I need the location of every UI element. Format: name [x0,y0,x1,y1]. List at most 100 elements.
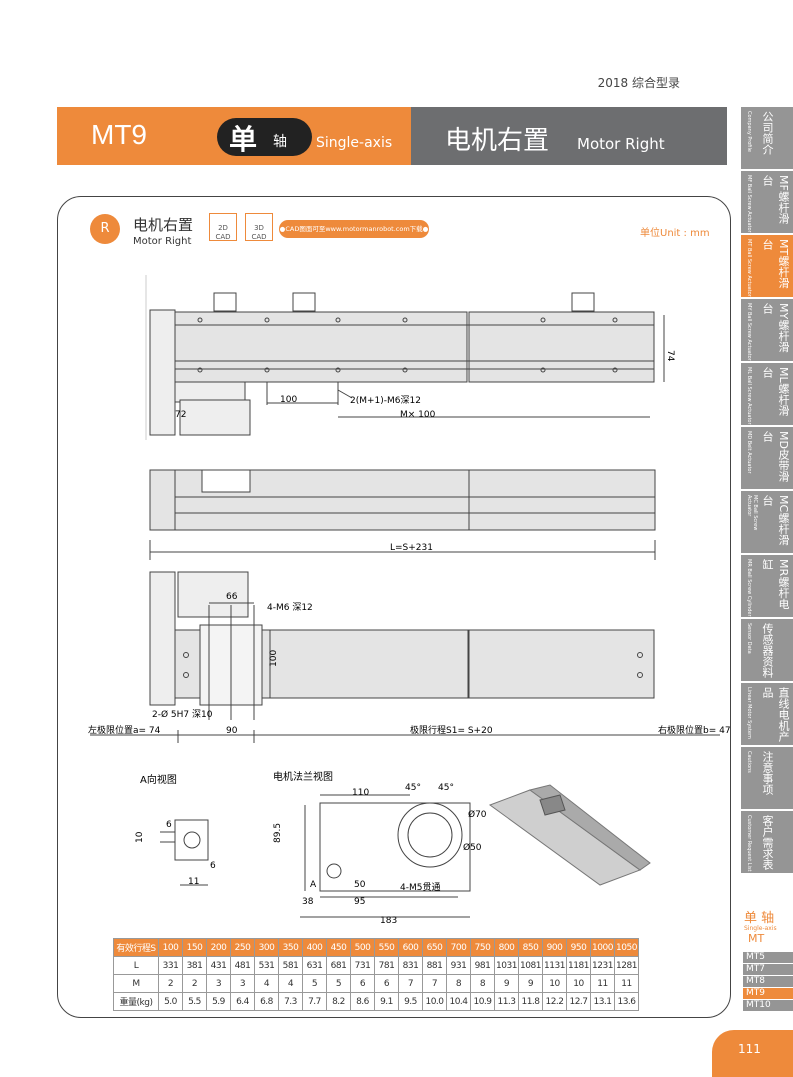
table-cell: 5.5 [182,992,207,1011]
table-cell: 1081 [518,956,543,975]
axis-en: Single-axis [316,135,393,151]
drawing-frame [57,196,731,1018]
table-cell: 5 [326,974,351,993]
table-cell: 1131 [542,956,567,975]
dim-stroke: 极限行程S1= S+20 [410,724,493,736]
sidebar-tab-sublabel: MD Belt Actuator [746,431,752,474]
table-cell: 550 [374,938,399,957]
table-cell: 12.2 [542,992,567,1011]
cad-download-note[interactable]: ●CAD图面可至www.motormanrobot.com下载● [279,220,429,238]
sidebar-tab-label: 传感器资料 [761,623,774,678]
table-cell: 350 [278,938,303,957]
dim-right-limit: 右极限位置b= 47 [658,724,731,736]
sidebar-tab[interactable]: Company Profile 公司简介 [741,107,793,169]
table-cell: 3 [230,974,255,993]
model-list-item[interactable]: MT9 [743,988,793,999]
flange-circle-70 [397,802,463,868]
table-cell: 1000 [590,938,615,957]
dim-100: 100 [280,395,297,405]
table-cell: 750 [470,938,495,957]
dim-left-limit: 左极限位置a= 74 [88,724,161,736]
table-cell: 9 [518,974,543,993]
angle-45-a: 45° [405,783,421,793]
model-list-item[interactable]: MT8 [743,976,793,987]
table-cell: 631 [302,956,327,975]
sidebar-tab[interactable]: MD Belt Actuator MD皮带滑台 [741,427,793,489]
table-cell: 6 [350,974,375,993]
table-cell: 800 [494,938,519,957]
dim-50: 50 [354,880,366,890]
table-cell: 781 [374,956,399,975]
table-cell: 931 [446,956,471,975]
table-cell: 4 [278,974,303,993]
banner-gray-band [411,107,727,165]
table-cell: 3 [206,974,231,993]
table-cell: 481 [230,956,255,975]
sidebar-tab-label: ML螺杆滑台 [761,367,790,416]
table-cell: 8.2 [326,992,351,1011]
table-cell: 300 [254,938,279,957]
sidebar-tab[interactable]: Cautions 注意事项 [741,747,793,809]
sub-category-mt: MT [748,932,765,945]
dim-length: L=S+231 [390,543,433,553]
model-list-item[interactable]: MT7 [743,964,793,975]
table-cell: 12.7 [566,992,591,1011]
table-cell: 250 [230,938,255,957]
dim-tap-holes: 2(M+1)-M6深12 [350,395,421,406]
table-cell: 431 [206,956,231,975]
dim-100b: 100 [269,650,279,667]
sidebar-tab-sublabel: Company Profile [746,111,752,152]
sidebar-tab-label: 注意事项 [761,751,774,795]
sensor-bracket-3 [571,292,595,312]
sidebar-tab-label: MC螺杆滑台 [761,495,790,546]
table-cell: 700 [446,938,471,957]
cad-2d-sublabel: CAD [215,233,231,241]
model-list-item[interactable]: MT5 [743,952,793,963]
axis-pill [217,118,312,156]
flange-view-title: 电机法兰视图 [273,770,333,783]
dim-a-6b: 6 [210,861,216,871]
table-cell: 5.9 [206,992,231,1011]
table-cell: 381 [182,956,207,975]
dim-110: 110 [352,788,369,798]
sidebar-tab-sublabel: Cautions [746,751,752,773]
table-cell: 10 [566,974,591,993]
table-cell: 531 [254,956,279,975]
dim-m100: M× 100 [400,410,436,420]
dim-183: 183 [380,916,397,926]
table-cell: 8 [446,974,471,993]
table-cell: 7.7 [302,992,327,1011]
sidebar-tab-sublabel: MY Ball Screw Actuator [746,303,752,361]
table-cell: 1231 [590,956,615,975]
rail-right-top [468,311,655,383]
page-number: 111 [738,1042,761,1056]
table-cell: 7.3 [278,992,303,1011]
table-cell: 681 [326,956,351,975]
sidebar-tab-label: 公司简介 [761,111,774,155]
title-banner: MT9 单 轴 Single-axis 电机右置 Motor Right [57,107,727,165]
dim-a-6: 6 [166,820,172,830]
page-number-tab [712,1030,793,1077]
table-cell: 4 [254,974,279,993]
table-cell: 13.6 [614,992,639,1011]
sidebar-tab-label: MD皮带滑台 [761,431,790,482]
table-cell: 1050 [614,938,639,957]
sidebar-tab-label: 直线电机产品 [761,687,790,742]
table-cell: 5 [302,974,327,993]
table-cell: 11 [590,974,615,993]
model-list-item[interactable]: MT10 [743,1000,793,1011]
